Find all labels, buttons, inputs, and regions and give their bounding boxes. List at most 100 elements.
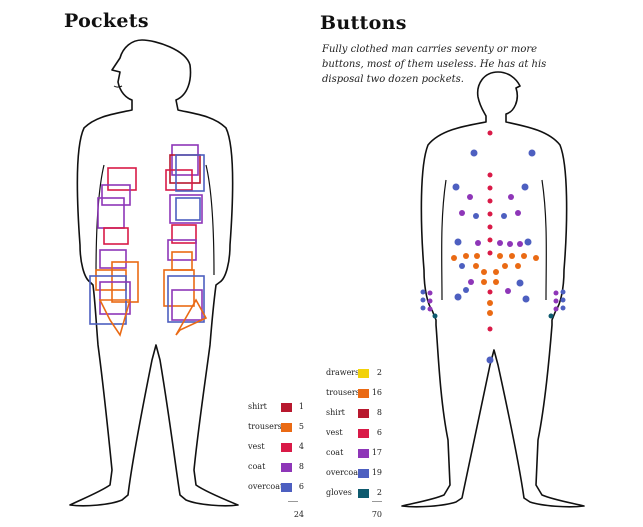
button: [427, 306, 433, 312]
button: [521, 183, 529, 191]
button: [487, 237, 493, 243]
legend-count: 19: [371, 468, 382, 477]
button: [509, 253, 515, 259]
button: [497, 240, 503, 246]
pocket-marks: [89, 144, 208, 337]
pocket: [171, 144, 199, 176]
button: [516, 279, 524, 287]
button-marks: [420, 130, 566, 364]
legend-row-coat: coat 8: [248, 462, 358, 474]
legend-count: 5: [298, 422, 304, 431]
button: [548, 313, 554, 319]
button: [427, 298, 433, 304]
pocket: [175, 154, 205, 192]
legend-count: 6: [298, 482, 304, 491]
button: [497, 253, 503, 259]
pocket: [165, 169, 193, 191]
button: [420, 297, 426, 303]
legend-row-drawers: drawers 2: [326, 368, 436, 380]
button: [454, 238, 462, 246]
legend-label: trousers: [248, 422, 282, 431]
button: [560, 289, 566, 295]
button: [493, 279, 499, 285]
legend-row-gloves: gloves 2: [326, 488, 436, 500]
button: [420, 305, 426, 311]
pocket: [99, 281, 131, 315]
pocket: [167, 239, 197, 261]
legend-swatch: [358, 369, 369, 378]
button: [487, 289, 493, 295]
legend-swatch: [358, 489, 369, 498]
legend-swatch: [281, 483, 292, 492]
legend-count: 1: [298, 402, 304, 411]
legend-total-rule: [288, 501, 298, 502]
buttons-title: Buttons: [320, 12, 407, 34]
pocket: [107, 167, 137, 191]
button: [473, 213, 479, 219]
legend-row-trousers: trousers 5: [248, 422, 358, 434]
legend-swatch: [281, 443, 292, 452]
button: [487, 211, 493, 217]
button: [452, 183, 460, 191]
legend-count: 8: [298, 462, 304, 471]
button: [487, 310, 493, 316]
button: [459, 263, 465, 269]
button: [533, 255, 539, 261]
pocket: [103, 227, 129, 245]
button: [528, 149, 536, 157]
legend-label: coat: [248, 462, 266, 471]
pocket: [163, 269, 195, 307]
button: [487, 130, 493, 136]
legend-count: 2: [376, 488, 382, 497]
legend-label: overcoat: [248, 482, 284, 491]
legend-row-trousers: trousers 16: [326, 388, 436, 400]
button: [487, 185, 493, 191]
legend-swatch: [281, 463, 292, 472]
legend-count: 4: [298, 442, 304, 451]
man-silhouette-right: [401, 71, 585, 508]
legend-row-coat: coat 17: [326, 448, 436, 460]
legend-label: coat: [326, 448, 344, 457]
buttons-legend: drawers 2 trousers 16 shirt 8 vest 6 coa…: [326, 368, 441, 524]
legend-swatch: [358, 429, 369, 438]
pocket: [167, 275, 205, 323]
legend-count: 2: [376, 368, 382, 377]
button: [470, 149, 478, 157]
legend-label: shirt: [326, 408, 345, 417]
legend-label: drawers: [326, 368, 360, 377]
legend-row-vest: vest 4: [248, 442, 358, 454]
button: [487, 300, 493, 306]
button: [420, 289, 426, 295]
legend-swatch: [281, 403, 292, 412]
buttons-subtitle: Fully clothed man carries seventy or mor…: [322, 44, 547, 85]
pocket: [171, 289, 203, 321]
button: [487, 224, 493, 230]
button: [427, 290, 433, 296]
pocket: [171, 251, 193, 271]
button: [553, 290, 559, 296]
pockets-title: Pockets: [64, 10, 149, 32]
legend-swatch: [281, 423, 292, 432]
pocket: [175, 298, 208, 336]
legend-count: 17: [371, 448, 382, 457]
button: [560, 305, 566, 311]
legend-row-overcoat: overcoat 6: [248, 482, 358, 494]
button: [481, 269, 487, 275]
button: [487, 172, 493, 178]
buttons-total: 70: [371, 510, 382, 519]
button: [515, 210, 521, 216]
legend-row-shirt: shirt 1: [248, 402, 358, 414]
button: [522, 295, 530, 303]
pocket: [169, 194, 203, 224]
button: [454, 293, 462, 301]
button: [521, 253, 527, 259]
legend-swatch: [358, 469, 369, 478]
button: [553, 306, 559, 312]
button: [505, 288, 511, 294]
legend-swatch: [358, 449, 369, 458]
button: [517, 241, 523, 247]
button: [501, 213, 507, 219]
legend-row-vest: vest 6: [326, 428, 436, 440]
pocket: [99, 249, 127, 269]
